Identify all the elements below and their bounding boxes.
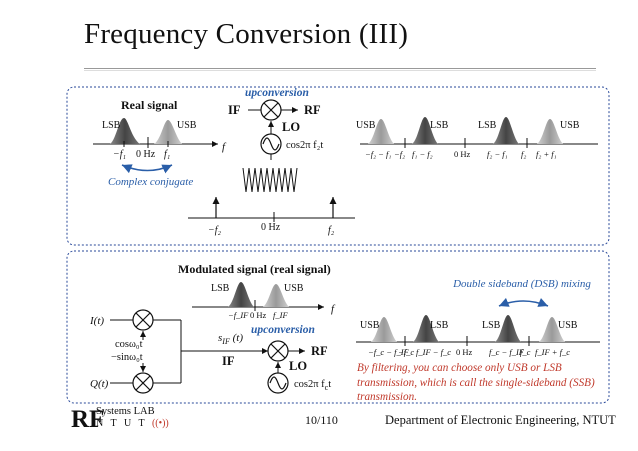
- svg-text:USB: USB: [284, 283, 304, 294]
- svg-text:0 Hz: 0 Hz: [454, 149, 471, 159]
- lower-lo-label: LO: [289, 359, 307, 373]
- iq-modulator: I(t) Q(t) cosω₀t −sinω₀t: [89, 309, 268, 394]
- tick-f1: f₁: [164, 149, 170, 160]
- svg-text:0 Hz: 0 Hz: [250, 310, 267, 320]
- q-label: Q(t): [90, 378, 109, 390]
- upper-right-spectrum: USB LSB LSB USB −f₂ − f₁ −f₂ f₁ − f₂ 0 H…: [356, 117, 598, 159]
- real-signal-label: Real signal: [121, 98, 178, 112]
- page-number: 10/110: [305, 413, 338, 427]
- dsb-arrow: [498, 297, 549, 307]
- svg-text:LSB: LSB: [430, 120, 449, 131]
- lsb-lobe: [110, 118, 140, 144]
- rf-label: RF: [304, 103, 321, 117]
- lower-lo-expr: cos2π fct: [294, 379, 331, 392]
- department-label: Department of Electronic Engineering, NT…: [385, 413, 616, 427]
- svg-text:f₂ + f₁: f₂ + f₁: [536, 149, 557, 159]
- lower-panel: [66, 250, 610, 404]
- svg-text:f_c: f_c: [520, 347, 531, 357]
- upper-panel: [66, 86, 610, 246]
- title-underline: [84, 68, 596, 69]
- usb-lobe: [154, 120, 182, 144]
- page-title: Frequency Conversion (III): [84, 18, 409, 50]
- svg-text:0 Hz: 0 Hz: [456, 347, 473, 357]
- tick-neg-f2: −f₂: [208, 225, 222, 236]
- svg-text:f₂: f₂: [521, 149, 526, 159]
- upper-mixer-block: upconversion IF RF LO cos2π f₂t: [228, 87, 323, 193]
- svg-text:LSB: LSB: [482, 320, 501, 331]
- svg-text:−f₂: −f₂: [394, 149, 405, 159]
- cos-label: cosω₀t: [115, 339, 143, 350]
- lo-label: LO: [282, 120, 300, 134]
- sin-label: −sinω₀t: [111, 352, 143, 363]
- svg-text:−f_c: −f_c: [398, 347, 414, 357]
- svg-text:f₁ − f₂: f₁ − f₂: [412, 149, 433, 159]
- svg-text:USB: USB: [560, 120, 580, 131]
- ssb-note: By filtering, you can choose only USB or…: [357, 362, 595, 403]
- lo-expr: cos2π f₂t: [286, 140, 323, 151]
- svg-text:USB: USB: [558, 320, 578, 331]
- lower-rf-label: RF: [311, 344, 328, 358]
- svg-text:−f_c − f_IF: −f_c − f_IF: [368, 347, 410, 357]
- complex-conjugate-arrow: [121, 164, 173, 174]
- lo-waveform: [242, 167, 298, 193]
- svg-text:LSB: LSB: [478, 120, 497, 131]
- lsb-label: LSB: [102, 120, 121, 131]
- tick-f2: f₂: [328, 225, 335, 236]
- lower-mixer-block: sIF (t) upconversion IF RF LO cos2π fct: [218, 324, 331, 394]
- if-label: IF: [228, 103, 241, 117]
- svg-text:f_c − f_IF: f_c − f_IF: [489, 347, 525, 357]
- logo-ntut: N T U T ((•)): [96, 418, 169, 429]
- rf-logo: RF: [71, 406, 105, 433]
- tick-0hz-lo: 0 Hz: [261, 222, 281, 233]
- logo-wave-icon: ((•)): [151, 418, 169, 429]
- svg-text:f_IF: f_IF: [273, 310, 288, 320]
- svg-text:f₂ − f₁: f₂ − f₁: [487, 149, 508, 159]
- sif-label: sIF (t): [218, 332, 243, 346]
- modulated-heading: Modulated signal (real signal): [178, 262, 331, 276]
- complex-conjugate-label: Complex conjugate: [108, 176, 193, 188]
- tick-neg-f1: −f₁: [113, 149, 126, 160]
- axis-f: f: [222, 141, 227, 153]
- svg-text:LSB: LSB: [430, 320, 449, 331]
- lo-spectrum: −f₂ 0 Hz f₂: [188, 197, 355, 236]
- svg-text:f_IF + f_c: f_IF + f_c: [535, 347, 570, 357]
- svg-text:−f_IF: −f_IF: [228, 310, 249, 320]
- i-label: I(t): [89, 315, 104, 327]
- tick-0hz: 0 Hz: [136, 149, 156, 160]
- upper-left-spectrum: LSB USB −f₁ 0 Hz f₁ f: [93, 118, 227, 160]
- lower-right-spectrum: USB LSB LSB USB −f_c − f_IF −f_c f_IF − …: [356, 315, 600, 357]
- svg-text:f: f: [331, 303, 336, 315]
- title-underline-shadow: [84, 70, 596, 71]
- lower-if-label: IF: [222, 354, 235, 368]
- svg-text:USB: USB: [360, 320, 380, 331]
- upconversion-label: upconversion: [245, 87, 309, 99]
- dsb-note: Double sideband (DSB) mixing: [453, 278, 591, 290]
- lower-upconversion-label: upconversion: [251, 324, 315, 336]
- usb-label: USB: [177, 120, 197, 131]
- svg-text:f_IF − f_c: f_IF − f_c: [416, 347, 451, 357]
- svg-text:USB: USB: [356, 120, 376, 131]
- lower-left-spectrum: LSB USB −f_IF 0 Hz f_IF f: [192, 282, 336, 320]
- logo-systems-lab: Systems LAB: [96, 406, 155, 417]
- svg-text:−f₂ − f₁: −f₂ − f₁: [365, 149, 391, 159]
- svg-text:LSB: LSB: [211, 283, 230, 294]
